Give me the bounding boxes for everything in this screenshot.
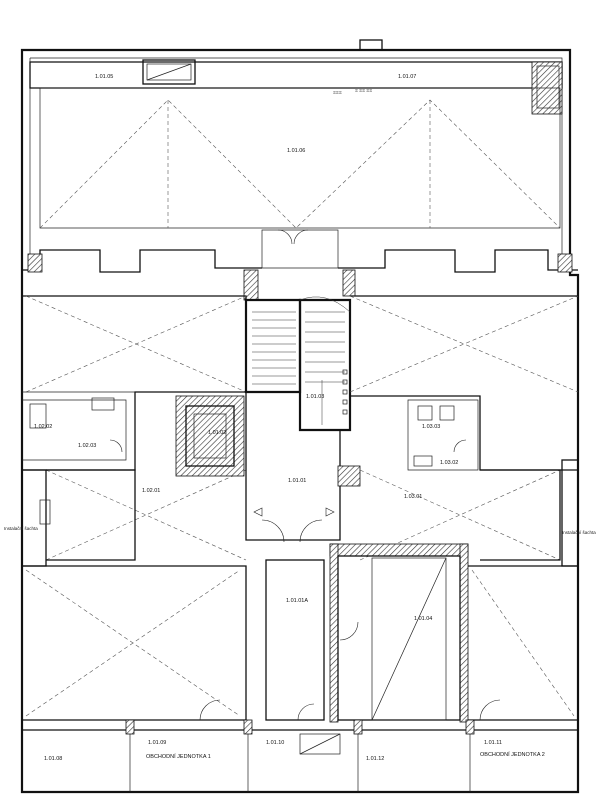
shop-unit-2-label: OBCHODNÍ JEDNOTKA 2 (480, 751, 545, 758)
room-label-10110: 1.01.10 (266, 740, 284, 746)
stair-core: 1.01.03 (244, 296, 352, 432)
side-label-b: Ξ ΞΞ ΞΞ (355, 88, 372, 93)
room-label-10202: 1.02.02 (34, 424, 52, 430)
shop-unit-1-label: OBCHODNÍ JEDNOTKA 1 (146, 753, 211, 760)
room-label-10111: 1.01.11 (484, 740, 502, 746)
room-label-10101: 1.01.01 (288, 478, 306, 484)
room-label-10201: 1.02.01 (142, 488, 160, 494)
room-label-10112: 1.01.12 (366, 756, 384, 762)
room-label-10107: 1.01.07 (398, 74, 416, 80)
room-label-10302: 1.03.02 (440, 460, 458, 466)
room-label-10105: 1.01.05 (95, 74, 113, 80)
room-label-10102: 1.01.02 (208, 430, 226, 436)
right-room: 1.03.03 1.03.02 1.03.01 (349, 295, 579, 561)
lower-left-room (22, 565, 247, 721)
inst-shaft-left-label: Instalační šachta (4, 526, 38, 531)
installation-shaft-right: Instalační šachta (561, 459, 596, 567)
room-label-10108: 1.01.08 (44, 756, 62, 762)
central-corridor: 1.01.01 (245, 392, 361, 543)
room-label-10203: 1.02.03 (78, 443, 96, 449)
inst-shaft-right-label: Instalační šachta (562, 530, 596, 535)
side-label-a: ΞΞΞ (333, 90, 342, 95)
left-room: 1.02.02 1.02.03 1.02.01 (22, 295, 247, 561)
room-label-10303: 1.03.03 (422, 424, 440, 430)
bottom-units: 1.01.08 1.01.09 OBCHODNÍ JEDNOTKA 1 1.01… (22, 719, 578, 792)
room-label-10101a: 1.01.01A (286, 598, 308, 604)
room-label-10301: 1.03.01 (404, 494, 422, 500)
room-label-10103: 1.01.03 (306, 394, 324, 400)
facade-line (22, 229, 578, 301)
core-room-10104: 1.01.04 (329, 543, 469, 723)
corridor-a: 1.01.01A (265, 559, 359, 721)
elevator-shaft: 1.01.02 (175, 395, 245, 477)
room-label-10104: 1.01.04 (414, 616, 432, 622)
installation-shaft-left: Instalační šachta (4, 469, 51, 567)
lower-right-room (468, 565, 579, 721)
room-label-10109: 1.01.09 (148, 740, 166, 746)
upper-hall: 1.01.06 (39, 87, 561, 229)
room-label-10106: 1.01.06 (287, 148, 305, 154)
